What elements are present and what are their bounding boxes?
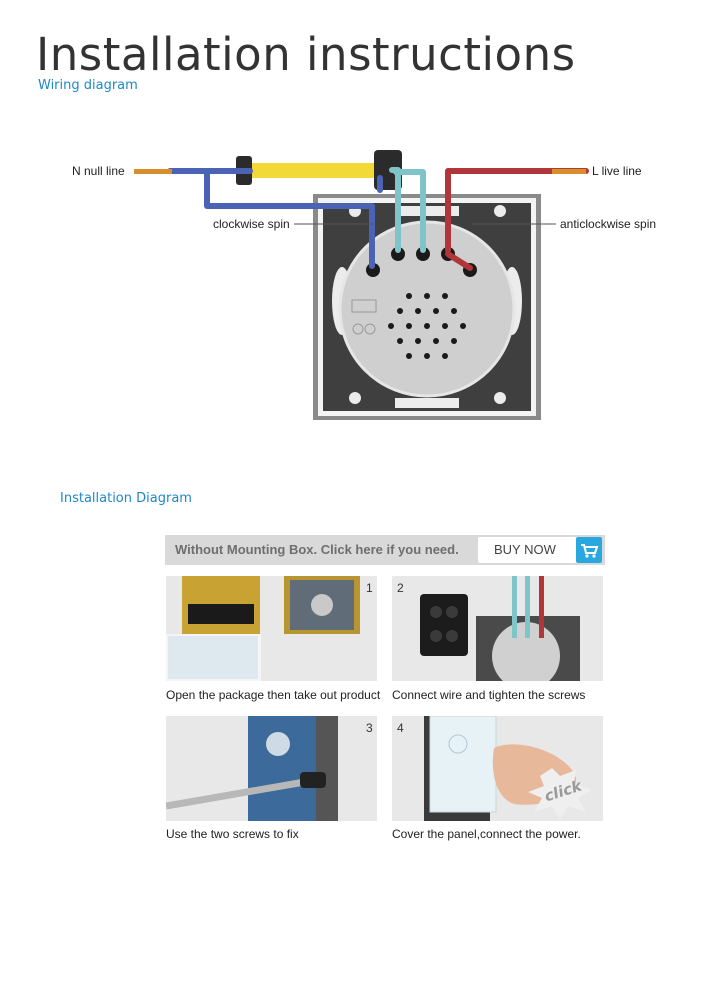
mounting-box-banner[interactable]: Without Mounting Box. Click here if you …: [165, 535, 605, 565]
step-2-caption: Connect wire and tighten the screws: [392, 688, 586, 702]
step-4-number: 4: [397, 721, 404, 735]
step-3-number: 3: [366, 721, 373, 735]
n-null-line-label: N null line: [72, 164, 125, 178]
wiring-diagram-svg: [134, 150, 589, 420]
buy-now-button[interactable]: BUY NOW: [478, 537, 602, 563]
wiring-diagram-subtitle: Wiring diagram: [38, 78, 138, 93]
wiring-diagram: N null line L live line clockwise spin a…: [0, 0, 720, 430]
switch-module: [338, 220, 516, 398]
step-1-number: 1: [366, 581, 373, 595]
step-4-image: 4 click: [392, 716, 603, 821]
page-title: Installation instructions: [36, 28, 576, 81]
buy-now-label: BUY NOW: [494, 542, 556, 557]
step-3-caption: Use the two screws to fix: [166, 827, 299, 841]
cart-icon[interactable]: [576, 537, 602, 563]
step-1-illustration: [166, 576, 360, 681]
step-4-illustration: [424, 716, 592, 821]
step-1-caption: Open the package then take out product: [166, 688, 381, 702]
anticlockwise-spin-label: anticlockwise spin: [560, 217, 657, 231]
step-2-illustration: [420, 576, 580, 681]
step-4-caption: Cover the panel,connect the power.: [392, 827, 581, 841]
step-2-image: 2: [392, 576, 603, 681]
step-1-image: 1: [166, 576, 377, 681]
installation-diagram-heading: Installation Diagram: [60, 491, 192, 506]
tubular-motor: [248, 163, 380, 178]
clockwise-spin-label: clockwise spin: [213, 217, 290, 231]
l-live-line-label: L live line: [592, 164, 642, 178]
mounting-box-link[interactable]: Without Mounting Box. Click here if you …: [175, 542, 459, 557]
module-holes: [388, 293, 466, 359]
step-3-illustration: [166, 716, 338, 821]
cart-glyph: [581, 544, 599, 558]
step-2-number: 2: [397, 581, 404, 595]
step-3-image: 3: [166, 716, 377, 821]
